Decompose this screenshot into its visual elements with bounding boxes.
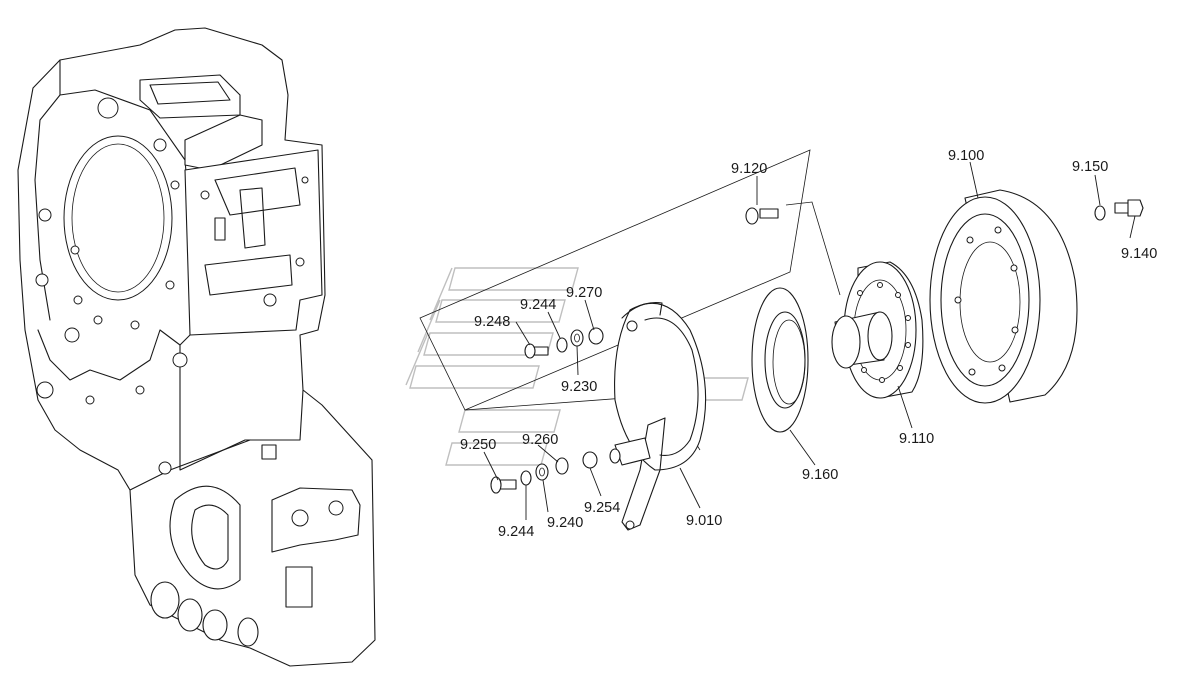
label-9-230: 9.230: [561, 379, 597, 395]
label-9-140: 9.140: [1121, 246, 1157, 262]
washer-9-244-top: [556, 337, 568, 353]
label-9-100: 9.100: [948, 148, 984, 164]
label-9-010: 9.010: [686, 513, 722, 529]
bolt-9-250: [490, 476, 517, 494]
brake-band-9-010: [614, 302, 707, 531]
bolt-9-120: [745, 207, 779, 225]
part-labels: 9.120 9.100 9.150 9.140 9.270 9.244 9.24…: [460, 148, 1157, 540]
label-9-254: 9.254: [584, 500, 620, 516]
label-9-250: 9.250: [460, 437, 496, 453]
seal-9-270: [588, 327, 604, 345]
label-9-244-top: 9.244: [520, 297, 556, 313]
label-9-110: 9.110: [899, 431, 934, 447]
label-9-120: 9.120: [731, 161, 767, 177]
brake-drum-9-100: [929, 189, 1078, 404]
label-9-244-bottom: 9.244: [498, 524, 534, 540]
washer-9-150: [1094, 205, 1106, 221]
label-9-270: 9.270: [566, 285, 602, 301]
washer-9-230: [570, 329, 584, 347]
pin-9-254: [582, 451, 598, 469]
bolt-9-140: [1114, 199, 1144, 217]
bolt-9-248: [524, 343, 549, 359]
washer-9-244-bottom: [520, 470, 532, 486]
leader-lines: [483, 161, 1136, 520]
spacer-9-260: [555, 457, 569, 475]
parts-group: [419, 149, 1144, 531]
washer-9-240: [535, 463, 549, 481]
label-9-248: 9.248: [474, 314, 510, 330]
label-9-150: 9.150: [1072, 159, 1108, 175]
flange-hub-9-110: [831, 261, 924, 399]
label-9-160: 9.160: [802, 467, 838, 483]
label-9-260: 9.260: [522, 432, 558, 448]
seal-ring-9-160: [751, 287, 809, 433]
label-9-240: 9.240: [547, 515, 583, 531]
transmission-housing: [17, 27, 376, 667]
assembly-outline: [419, 149, 811, 411]
